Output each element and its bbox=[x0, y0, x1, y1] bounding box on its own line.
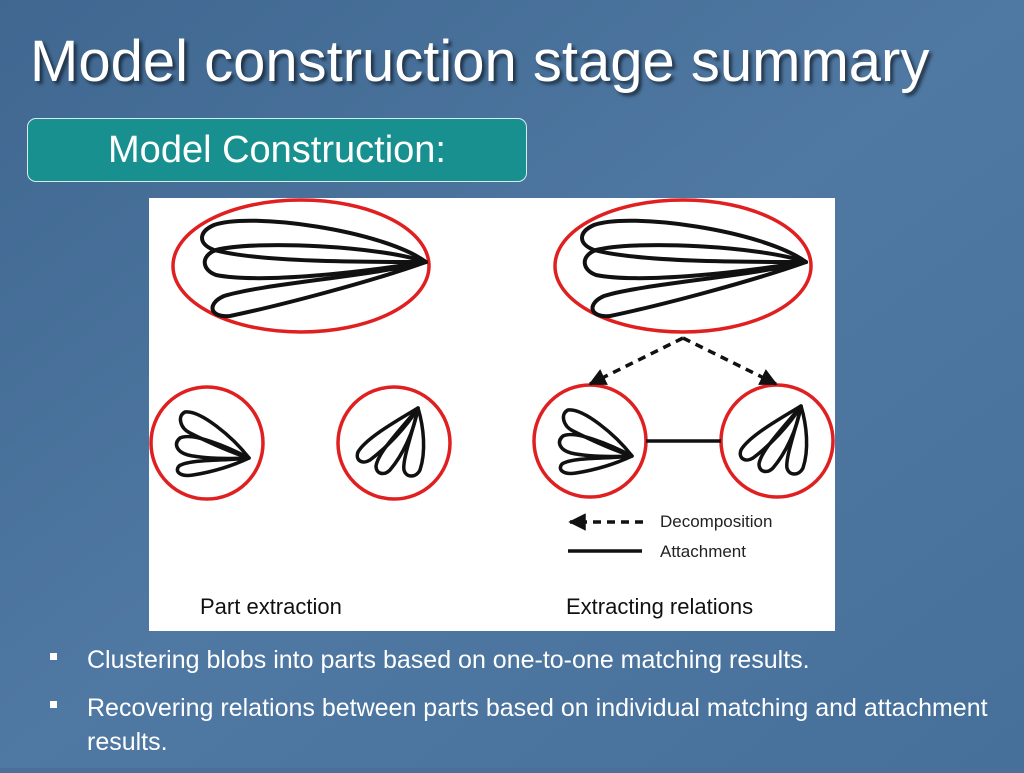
caption-part-extraction: Part extraction bbox=[200, 594, 342, 619]
section-label-box: Model Construction: bbox=[27, 118, 527, 182]
right-whole-shape bbox=[580, 218, 808, 319]
square-bullet-icon bbox=[50, 701, 57, 708]
legend-attachment-label: Attachment bbox=[660, 542, 746, 561]
left-part-2-circle bbox=[336, 385, 452, 501]
square-bullet-icon bbox=[50, 653, 57, 660]
right-part-2-shape bbox=[738, 404, 809, 476]
bullet-text: Recovering relations between parts based… bbox=[87, 694, 988, 756]
right-part-2-circle bbox=[719, 383, 835, 499]
diagram-svg: Decomposition Attachment Part extraction… bbox=[149, 198, 835, 619]
left-whole-shape bbox=[200, 218, 428, 319]
decomposition-arrow-right bbox=[682, 336, 778, 386]
slide-title: Model construction stage summary bbox=[30, 29, 930, 94]
caption-extracting-relations: Extracting relations bbox=[566, 594, 753, 619]
left-part-2-shape bbox=[355, 406, 426, 478]
bullet-item: Clustering blobs into parts based on one… bbox=[46, 643, 996, 677]
left-part-1-circle bbox=[149, 385, 265, 501]
right-whole-ellipse bbox=[553, 198, 813, 334]
bullet-text: Clustering blobs into parts based on one… bbox=[87, 646, 810, 674]
left-whole-ellipse bbox=[171, 198, 431, 334]
left-part-1-shape bbox=[174, 410, 251, 478]
bullet-item: Recovering relations between parts based… bbox=[46, 691, 996, 759]
bullet-list: Clustering blobs into parts based on one… bbox=[46, 643, 996, 773]
decomposition-arrow-left bbox=[588, 336, 684, 386]
diagram-figure: Decomposition Attachment Part extraction… bbox=[149, 198, 835, 631]
section-label: Model Construction: bbox=[108, 128, 446, 171]
legend-decomposition-label: Decomposition bbox=[660, 512, 772, 531]
right-part-1-shape bbox=[557, 408, 634, 476]
